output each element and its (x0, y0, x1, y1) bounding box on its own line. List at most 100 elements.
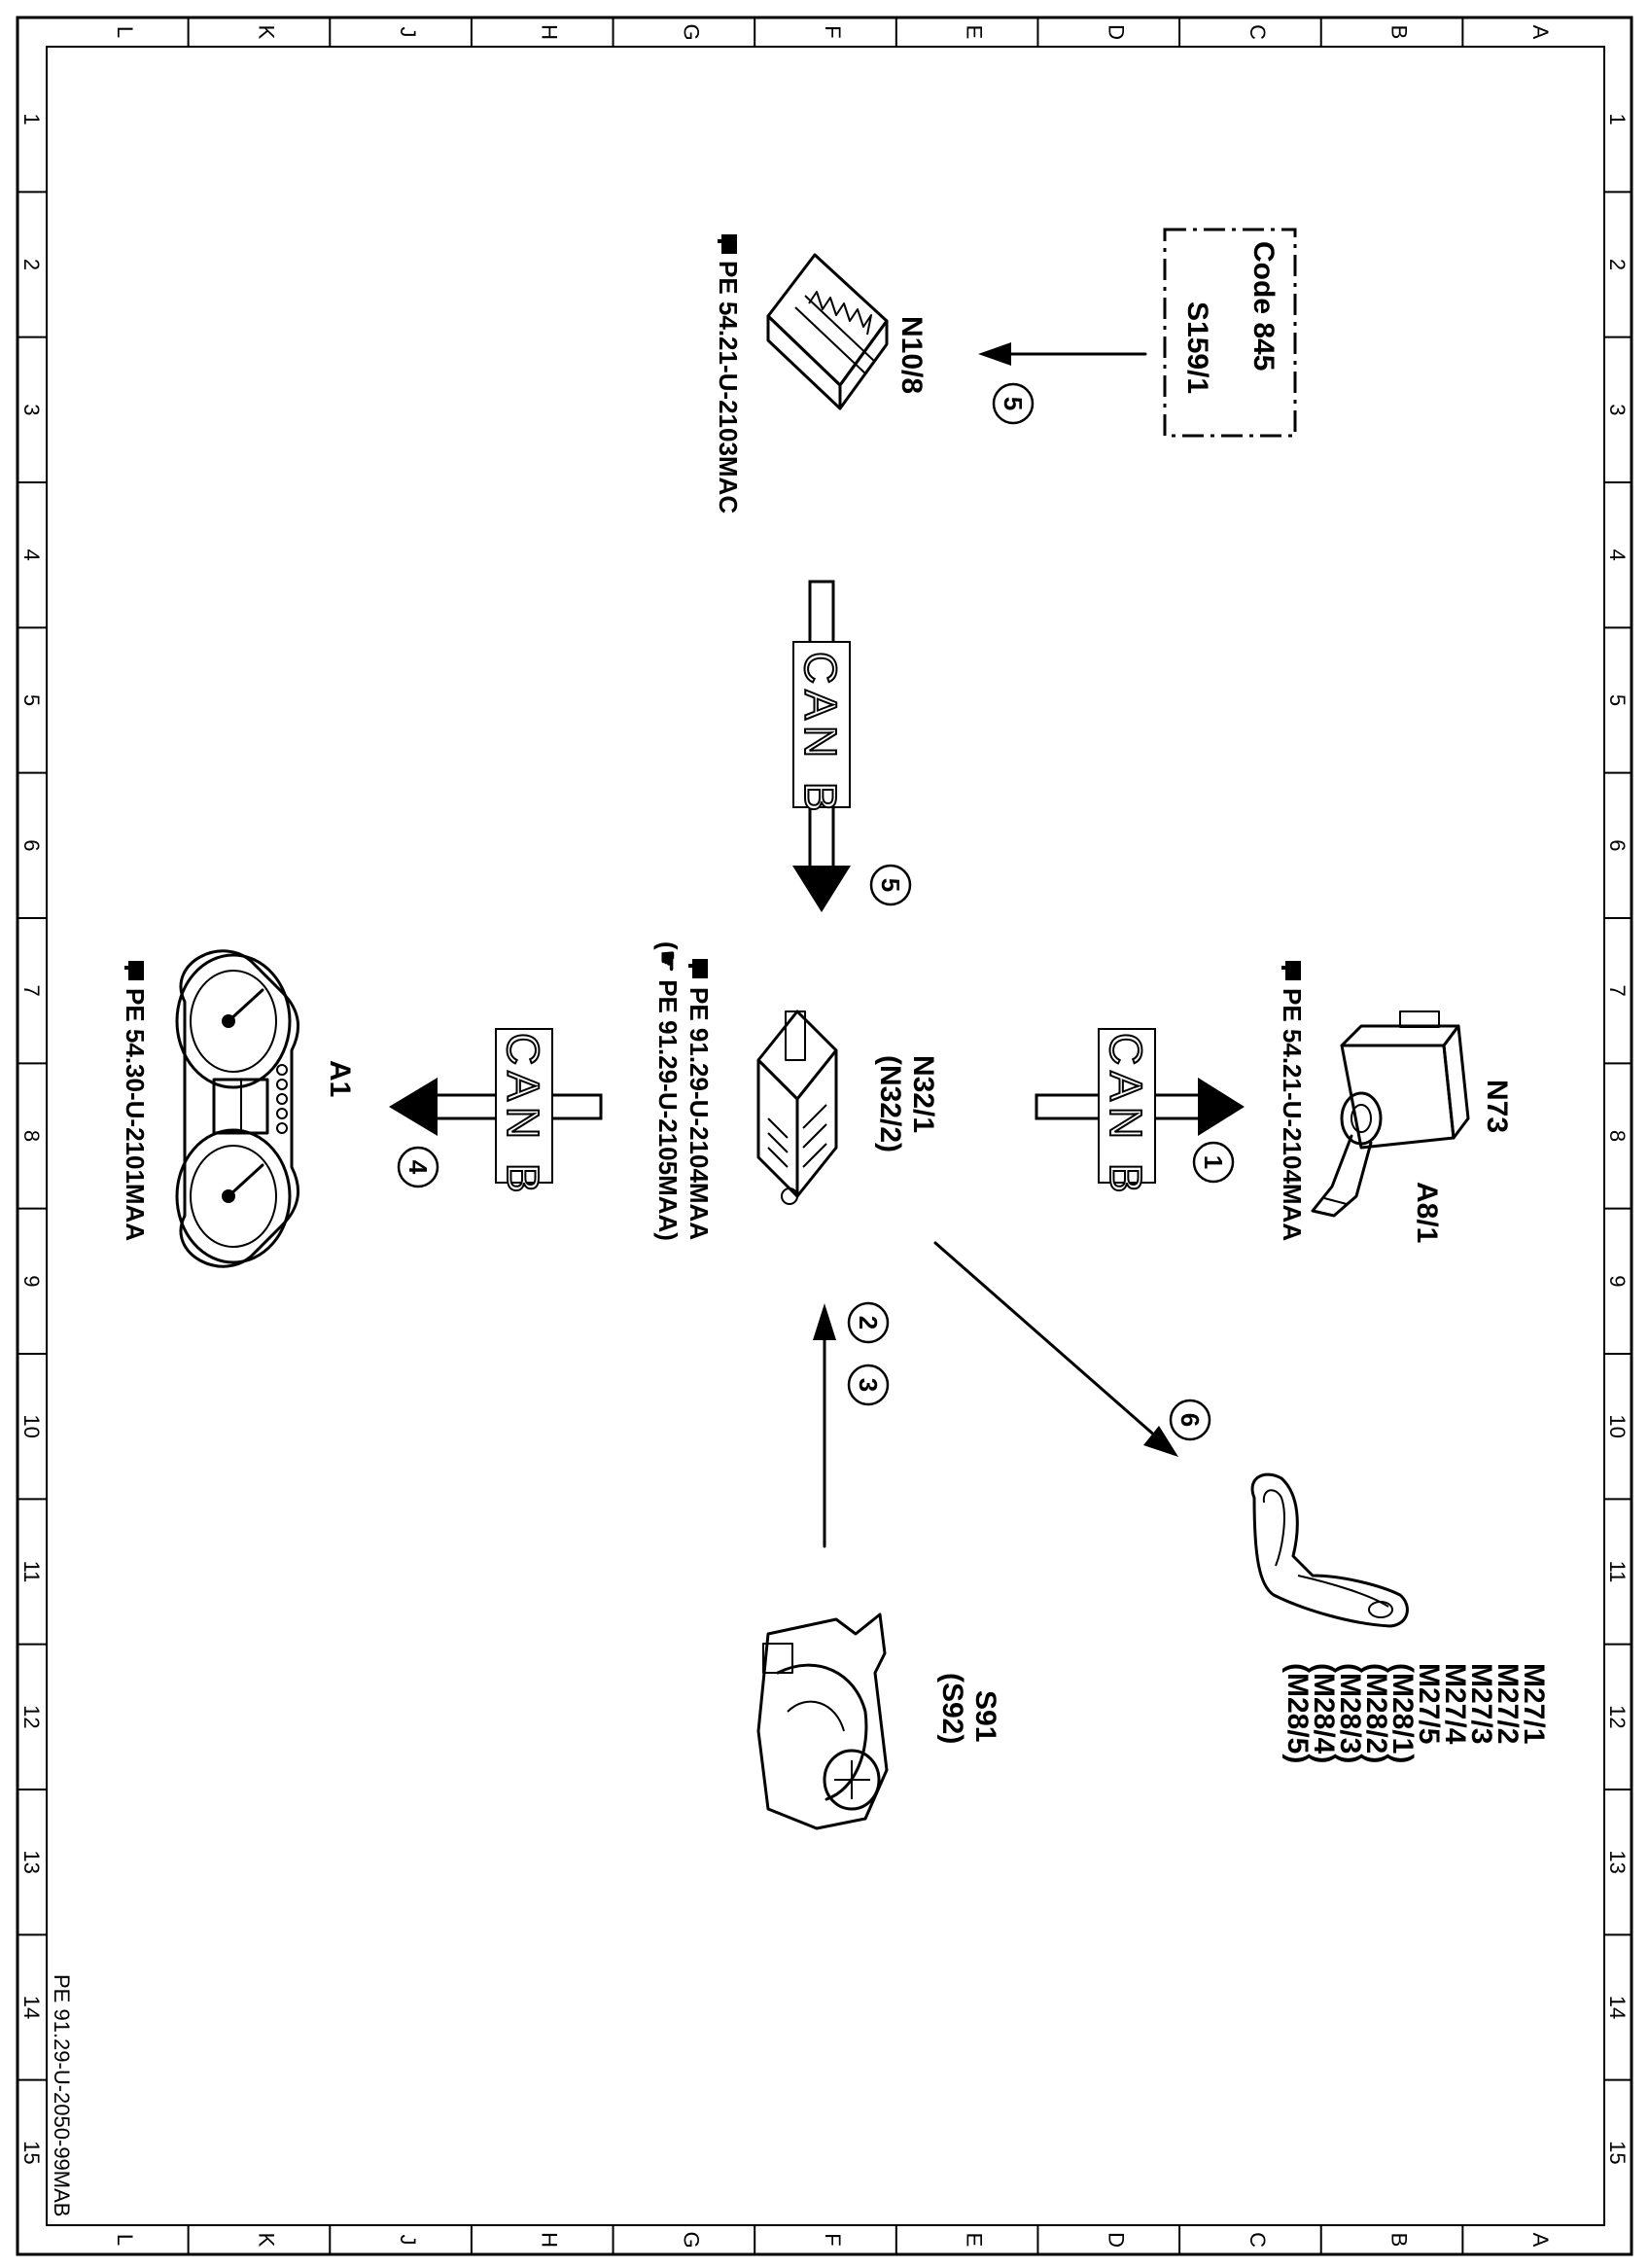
code-box (1163, 228, 1297, 438)
motor-label: (M28/5) (1281, 1663, 1314, 1763)
grid-column-label: H (538, 2232, 562, 2248)
grid-row-label: 14 (1605, 1996, 1630, 2019)
can-bus-left-head (389, 1078, 438, 1136)
grid-column-label: K (254, 25, 278, 40)
grid-column-label: F (821, 2233, 845, 2246)
grid-row-label: 14 (19, 1996, 44, 2019)
marker-5-top (992, 382, 1035, 425)
grid-row-label: 5 (1605, 694, 1630, 706)
grid-column-label: C (1246, 2232, 1270, 2248)
grid-column-label: D (1104, 24, 1128, 40)
marker-2-text: 2 (854, 1316, 883, 1329)
motor-label: (M28/2) (1360, 1663, 1392, 1763)
marker-6 (1169, 1399, 1211, 1441)
marker-6-text: 6 (1175, 1413, 1205, 1427)
grid-row-label: 2 (1605, 259, 1630, 270)
n32-1-ref-alt: (☛ PE 91.29-U-2105MAA) (653, 941, 683, 1241)
inner-frame (46, 46, 1605, 2226)
grid-column-label: D (1104, 2232, 1128, 2248)
n32-1-ref-icon (688, 959, 708, 978)
arrow-s91-to-n32-head (813, 1303, 836, 1340)
grid-column-label: G (679, 2231, 703, 2248)
grid-column-label: L (113, 2234, 137, 2246)
motor-label: (M28/3) (1334, 1663, 1366, 1763)
seat-motor-icon (1250, 1472, 1409, 1628)
marker-5-bus-text: 5 (876, 878, 905, 892)
marker-4 (397, 1146, 439, 1188)
arrow-n32-to-motors (933, 1241, 1159, 1439)
grid-row-label: 10 (1605, 1414, 1630, 1437)
n32-1-module-icon (756, 1010, 838, 1205)
a1-label: A1 (324, 1060, 356, 1097)
grid-column-label: E (963, 2233, 987, 2248)
grid-row-label: 8 (19, 1130, 44, 1142)
grid-row-label: 6 (19, 839, 44, 851)
can-b-label-box-v (792, 641, 851, 808)
motor-label: (M28/4) (1308, 1663, 1340, 1763)
n10-8-label: N10/8 (895, 316, 928, 394)
grid-column-label: A (1528, 25, 1553, 40)
grid-row-label: 12 (1605, 1705, 1630, 1728)
s91-switch-icon (756, 1612, 889, 1830)
s91-label-alt: (S92) (936, 1673, 968, 1744)
n73-label: N73 (1481, 1080, 1513, 1133)
marker-2 (847, 1301, 890, 1344)
grid-ticks (18, 18, 1631, 2254)
marker-3-text: 3 (854, 1378, 883, 1392)
grid-column-label: K (254, 2233, 278, 2248)
code-box-line2: S159/1 (1181, 301, 1213, 394)
grid-column-label: B (1387, 25, 1412, 40)
marker-4-text: 4 (403, 1160, 433, 1175)
motors-label-list: M27/1M27/2M27/3M27/4M27/5(M28/1)(M28/2)(… (1281, 1663, 1550, 1763)
grid-row-label: 7 (19, 985, 44, 997)
grid-row-label: 11 (19, 1561, 44, 1583)
can-b-label-l: CAN B (498, 1033, 548, 1199)
marker-5-bus (869, 864, 912, 906)
grid-row-label: 13 (1605, 1850, 1630, 1873)
motor-label: M27/4 (1439, 1663, 1471, 1745)
n73-sublabel: A8/1 (1411, 1182, 1443, 1243)
a1-ref-icon (124, 961, 144, 980)
grid-row-label: 9 (19, 1275, 44, 1287)
marker-1 (1192, 1141, 1235, 1184)
motor-label: M27/1 (1518, 1663, 1550, 1744)
a1-instrument-cluster-icon (175, 949, 300, 1268)
grid-row-label: 6 (1605, 839, 1630, 851)
can-b-label-v: CAN B (795, 652, 846, 818)
can-b-label-box-r (1098, 1028, 1156, 1184)
can-bus-vertical-head (792, 866, 851, 912)
grid-column-label: A (1528, 2233, 1553, 2248)
grid-row-label: 15 (1605, 2141, 1630, 2164)
marker-3 (847, 1364, 890, 1406)
grid-row-label: 1 (19, 114, 44, 125)
grid-row-label: 4 (19, 549, 44, 561)
n10-8-module-icon (766, 253, 889, 410)
a1-ref: PE 54.30-U-2101MAA (121, 988, 150, 1241)
grid-row-label: 11 (1605, 1561, 1630, 1583)
can-b-label-r: CAN B (1101, 1033, 1151, 1199)
can-bus-right-head (1198, 1078, 1245, 1136)
grid-column-label: E (963, 25, 987, 40)
n32-1-label-alt: (N32/2) (874, 1055, 906, 1152)
grid-row-label: 15 (19, 2141, 44, 2164)
motor-label: M27/5 (1413, 1663, 1445, 1744)
n10-8-ref-icon (718, 234, 737, 254)
grid-column-label: H (538, 24, 562, 40)
motor-label: M27/3 (1465, 1663, 1497, 1744)
n73-ref: PE 54.21-U-2104MAA (1278, 988, 1307, 1241)
grid-column-label: J (396, 27, 420, 38)
marker-1-text: 1 (1199, 1155, 1228, 1169)
grid-row-label: 8 (1605, 1130, 1630, 1142)
grid-column-label: L (113, 26, 137, 38)
grid-row-label: 1 (1605, 114, 1630, 125)
drawing-id: PE 91.29-U-2050-99MAB (50, 1974, 74, 2216)
arrow-s159-to-n10-head (978, 342, 1011, 366)
marker-5-top-text: 5 (999, 397, 1028, 410)
motor-label: M27/2 (1491, 1663, 1524, 1744)
grid-row-label: 9 (1605, 1275, 1630, 1287)
grid-column-label: J (396, 2235, 420, 2246)
grid-row-label: 12 (19, 1705, 44, 1728)
n73-ignition-switch-icon (1311, 1010, 1470, 1218)
